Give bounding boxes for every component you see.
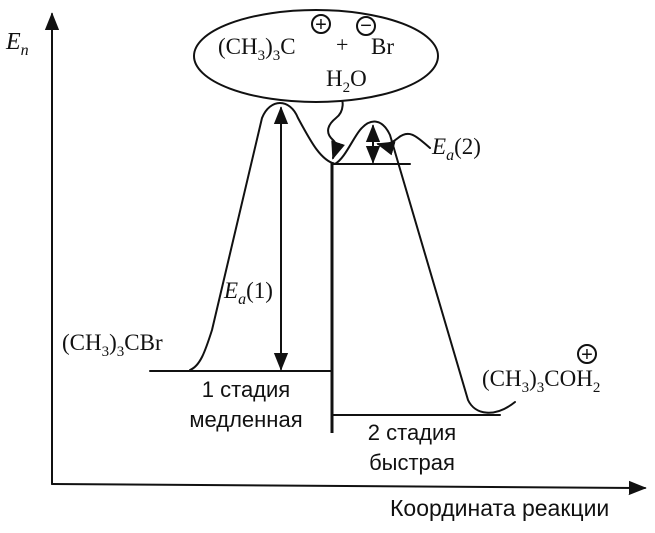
stage-1-title: 1 стадия <box>202 377 290 402</box>
anion-charge-icon: − <box>356 15 376 37</box>
intermediate-plus-sign: + <box>336 32 348 57</box>
reactant-label: (CH3)3CBr <box>62 330 163 360</box>
water-label: H2O <box>326 66 367 96</box>
x-axis <box>51 480 647 496</box>
water-attack-arrow <box>327 89 345 160</box>
product-label: (CH3)3COH2 <box>482 366 600 396</box>
activation-energy-2-pointer <box>376 132 431 156</box>
stage-1-speed: медленная <box>189 407 302 432</box>
x-axis-label: Координата реакции <box>390 495 609 521</box>
svg-text:+: + <box>581 344 593 366</box>
intermediate-ellipse <box>193 9 439 103</box>
y-axis-label: Eп <box>5 29 29 59</box>
svg-text:+: + <box>315 14 327 36</box>
product-charge-icon: + <box>577 344 597 366</box>
intermediate-formula: (CH3)3C <box>218 34 296 64</box>
energy-curve-stage-2 <box>334 120 516 414</box>
stage-2-speed: быстрая <box>369 450 455 475</box>
svg-text:−: − <box>360 15 372 37</box>
activation-energy-2-label: Ea(2) <box>431 134 481 164</box>
bromide-ion: Br <box>371 34 394 59</box>
stage-2-title: 2 стадия <box>368 420 456 445</box>
activation-energy-1-label: Ea(1) <box>223 278 273 308</box>
cation-charge-icon: + <box>311 14 331 36</box>
energy-curve-stage-1 <box>189 102 336 371</box>
